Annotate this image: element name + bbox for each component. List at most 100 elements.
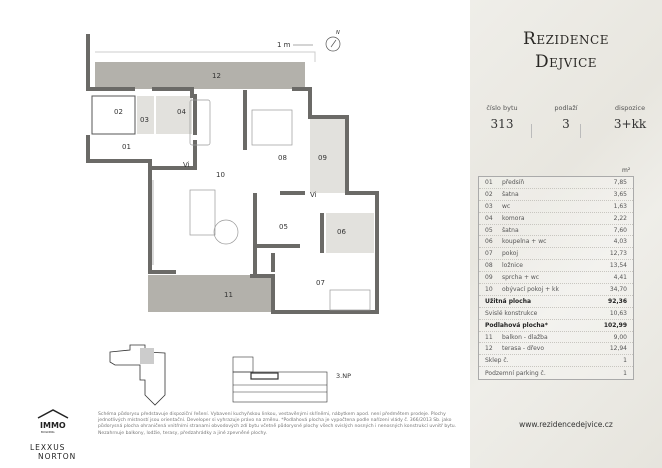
room-number: 04: [485, 214, 493, 222]
room-name: šatna: [502, 190, 519, 198]
svg-text:NORTON: NORTON: [38, 452, 76, 461]
room-number: 10: [485, 285, 493, 293]
table-row: Podlahová plocha* 102,99: [479, 320, 633, 332]
balcony-11: [148, 275, 272, 312]
room-05: 05: [279, 223, 288, 231]
terrace-12: [95, 62, 305, 89]
room-area: 9,00: [613, 333, 627, 341]
lexxus-norton-logo: LEXXUS NORTON: [30, 443, 76, 461]
room-06: 06: [337, 228, 346, 236]
room-area: 92,36: [608, 297, 627, 305]
svg-text:Vi: Vi: [183, 161, 190, 169]
room-name: Sklep č.: [485, 357, 509, 365]
table-row: 09 sprcha + wc 4,41: [479, 272, 633, 285]
room-name: Užitná plocha: [485, 297, 532, 305]
room-name: terasa - dřevo: [502, 345, 545, 353]
room-area: 13,54: [609, 262, 627, 270]
table-row: Svislé konstrukce 10,63: [479, 308, 633, 320]
room-labels: 12 02 03 04 01 10 08 09 05 06 07 11 Vi V…: [114, 72, 346, 299]
room-07: 07: [316, 279, 325, 287]
room-02: 02: [114, 108, 123, 116]
svg-text:IMMO: IMMO: [40, 421, 66, 430]
room-04: 04: [177, 108, 186, 116]
brand-title: Rezidence Dejvice: [523, 29, 609, 72]
room-number: 07: [485, 250, 493, 258]
scale-label: 1 m: [277, 41, 291, 49]
room-name: Svislé konstrukce: [485, 309, 538, 317]
table-row: 08 ložnice 13,54: [479, 260, 633, 273]
room-name: sprcha + wc: [502, 274, 540, 282]
room-name: obývací pokoj + kk: [502, 285, 559, 293]
apartment-number: 313: [490, 117, 514, 131]
room-number: 08: [485, 262, 493, 270]
table-row: Užitná plocha 92,36: [479, 296, 633, 308]
room-name: předsíň: [502, 178, 525, 186]
svg-text:N: N: [336, 30, 340, 36]
room-area: 7,85: [613, 178, 627, 186]
room-09: 09: [318, 154, 327, 162]
room-name: šatna: [502, 226, 519, 234]
table-row: 05 šatna 7,60: [479, 225, 633, 237]
room-03: 03: [140, 116, 149, 124]
footnote: Schéma půdorysu představuje dispoziční ř…: [98, 412, 457, 436]
table-row: 11 balkon - dlažba 9,00: [479, 332, 633, 344]
room-area: 1: [623, 357, 627, 365]
room-name: wc: [502, 202, 511, 210]
svg-text:LEXXUS: LEXXUS: [30, 443, 65, 452]
table-row: 06 koupelna + wc 4,03: [479, 236, 633, 249]
table-row: Podzemní parking č. 1: [479, 367, 633, 379]
room-area: 10,63: [609, 309, 627, 317]
table-row: 03 wc 1,63: [479, 201, 633, 213]
svg-text:BUILDING: BUILDING: [41, 430, 55, 434]
room-number: 01: [485, 178, 493, 186]
floor-tag: 3.NP: [336, 372, 351, 380]
room-number: 02: [485, 190, 493, 198]
room-area: 1,63: [613, 202, 627, 210]
table-row: 10 obývací pokoj + kk 34,70: [479, 284, 633, 296]
room-number: 09: [485, 274, 493, 282]
table-row: 01 předsíň 7,85: [479, 177, 633, 189]
room-area: 102,99: [603, 321, 627, 329]
room-number: 12: [485, 345, 493, 353]
room-08: 08: [278, 154, 287, 162]
elevation-thumbnail: [232, 356, 328, 403]
floor-number: 3: [562, 117, 570, 131]
room-name: balkon - dlažba: [502, 333, 548, 341]
room-area: 7,60: [613, 226, 627, 234]
room-name: Podzemní parking č.: [485, 369, 546, 377]
room-area: 4,03: [613, 238, 627, 246]
room-area: 2,22: [613, 214, 627, 222]
room-name: ložnice: [502, 262, 523, 270]
room-name: koupelna + wc: [502, 238, 547, 246]
room-10: 10: [216, 171, 225, 179]
north-arrow-icon: [325, 36, 341, 52]
unit-label: m²: [622, 167, 631, 174]
room-number: 06: [485, 238, 493, 246]
room-area: 1: [623, 369, 627, 377]
room-12: 12: [212, 72, 221, 80]
floor-plan: 12 02 03 04 01 10 08 09 05 06 07 11 Vi V…: [30, 30, 379, 461]
immo-building-logo: IMMO BUILDING: [37, 409, 69, 434]
svg-text:Vi: Vi: [310, 191, 317, 199]
room-area: 34,70: [609, 285, 627, 293]
room-number: 11: [485, 333, 493, 341]
room-01: 01: [122, 143, 131, 151]
room-name: Podlahová plocha*: [485, 321, 548, 329]
site-plan-thumbnail: [109, 344, 166, 406]
room-number: 05: [485, 226, 493, 234]
table-row: Sklep č. 1: [479, 355, 633, 368]
room-area: 4,41: [613, 274, 627, 282]
room-11: 11: [224, 291, 233, 299]
website-link[interactable]: www.rezidencedejvice.cz: [519, 420, 613, 429]
outer-wall: [86, 34, 135, 91]
layout: 3+kk: [613, 117, 647, 131]
room-number: 03: [485, 202, 493, 210]
room-area: 12,73: [609, 250, 627, 258]
